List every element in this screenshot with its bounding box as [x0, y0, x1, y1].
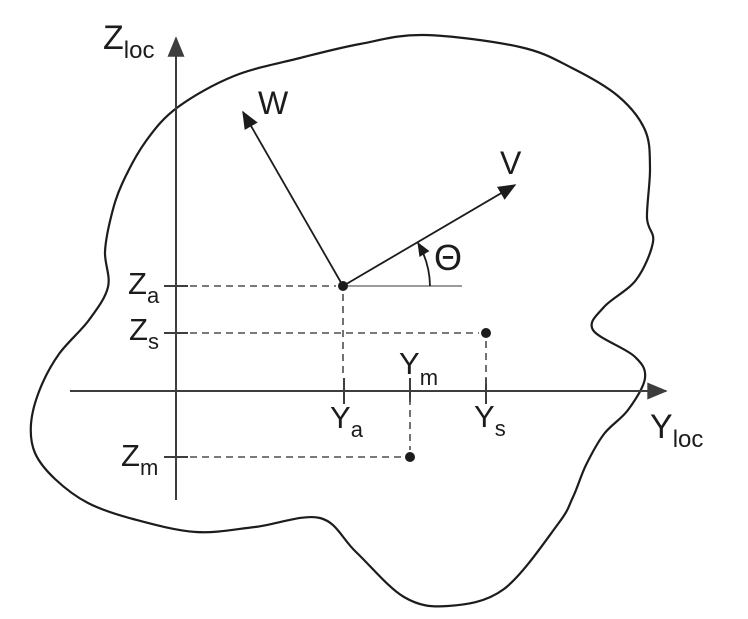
vector-v [342, 184, 517, 287]
z-s-label: Zs [129, 312, 159, 354]
y-m-label: Ym [399, 346, 438, 390]
z-m-label: Zm [121, 438, 158, 480]
y-axis-label: Yloc [650, 408, 703, 453]
vector-v-label: V [500, 145, 522, 181]
angle-arc [417, 241, 431, 287]
z-axis-label: Zloc [103, 19, 154, 64]
z-a-label: Za [128, 266, 160, 308]
y-a-label: Ya [330, 400, 364, 442]
point-a [338, 281, 348, 291]
vector-w [242, 110, 344, 287]
point-s [481, 328, 491, 338]
vector-w-label: W [258, 85, 289, 121]
point-m [405, 452, 415, 462]
y-s-label: Ys [474, 399, 506, 441]
angle-theta-label: Θ [434, 237, 462, 278]
body-outline [29, 33, 655, 608]
